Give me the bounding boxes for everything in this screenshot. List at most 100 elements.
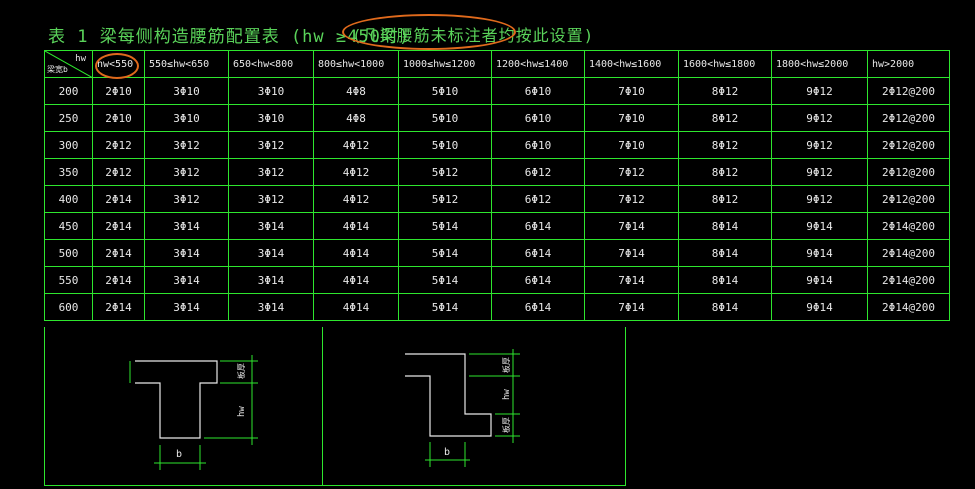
rebar-cell: 2Φ12@200 [867, 185, 950, 213]
diagram-divider [322, 327, 323, 485]
rebar-cell: 8Φ14 [678, 293, 772, 321]
rebar-cell: 8Φ12 [678, 77, 772, 105]
column-header: 800≤hw<1000 [313, 50, 399, 78]
row-beam-width: 600 [44, 293, 93, 321]
rebar-cell: 9Φ14 [771, 293, 868, 321]
rebar-cell: 5Φ12 [398, 185, 492, 213]
corner-diagonal [45, 51, 93, 78]
dim-hw-label: hw [237, 406, 247, 417]
header-row: hw 梁宽b hw<550 550≤hw<650 650<hw<800 800≤… [44, 50, 950, 78]
corner-b-label: 梁宽b [47, 65, 68, 74]
rebar-cell: 6Φ12 [491, 185, 585, 213]
rebar-cell: 6Φ14 [491, 293, 585, 321]
dim-hw-label-2: hw [502, 389, 512, 400]
rebar-cell: 5Φ12 [398, 158, 492, 186]
rebar-cell: 5Φ14 [398, 239, 492, 267]
section-diagrams-frame [44, 327, 626, 486]
rebar-cell: 2Φ14@200 [867, 266, 950, 294]
rebar-cell: 3Φ14 [228, 266, 314, 294]
rebar-cell: 3Φ14 [228, 212, 314, 240]
dim-b-label-2: b [444, 447, 450, 458]
rebar-cell: 2Φ12@200 [867, 77, 950, 105]
table-title: 表 1 梁每侧构造腰筋配置表 (hw ≥450时) [48, 27, 411, 47]
rebar-cell: 5Φ14 [398, 212, 492, 240]
rebar-cell: 3Φ12 [228, 131, 314, 159]
dim-slab-label-top: 板厚 [501, 357, 511, 373]
rebar-cell: 7Φ10 [584, 131, 679, 159]
rebar-cell: 5Φ10 [398, 131, 492, 159]
rebar-cell: 9Φ12 [771, 158, 868, 186]
rebar-cell: 7Φ12 [584, 158, 679, 186]
rebar-cell: 6Φ10 [491, 77, 585, 105]
rebar-cell: 9Φ14 [771, 212, 868, 240]
rebar-cell: 5Φ14 [398, 266, 492, 294]
rebar-cell: 4Φ12 [313, 131, 399, 159]
rebar-cell: 3Φ14 [144, 212, 229, 240]
row-beam-width: 450 [44, 212, 93, 240]
rebar-cell: 8Φ12 [678, 104, 772, 132]
rebar-cell: 3Φ14 [228, 293, 314, 321]
rebar-cell: 6Φ14 [491, 212, 585, 240]
column-highlight-ring [95, 53, 139, 79]
rebar-cell: 5Φ14 [398, 293, 492, 321]
rebar-cell: 3Φ10 [228, 104, 314, 132]
rebar-cell: 4Φ14 [313, 266, 399, 294]
rebar-cell: 3Φ12 [144, 158, 229, 186]
dim-slab-label-bottom: 板厚 [501, 417, 511, 433]
dim-b-label: b [176, 449, 182, 460]
column-header: 650<hw<800 [228, 50, 314, 78]
rebar-cell: 2Φ14@200 [867, 212, 950, 240]
rebar-cell: 2Φ14 [92, 293, 145, 321]
rebar-cell: 3Φ10 [144, 77, 229, 105]
rebar-cell: 4Φ12 [313, 185, 399, 213]
rebar-cell: 6Φ10 [491, 104, 585, 132]
rebar-cell: 2Φ10 [92, 104, 145, 132]
rebar-cell: 4Φ14 [313, 239, 399, 267]
rebar-cell: 9Φ12 [771, 185, 868, 213]
waist-rebar-table: hw 梁宽b hw<550 550≤hw<650 650<hw<800 800≤… [44, 50, 950, 321]
rebar-cell: 2Φ12@200 [867, 158, 950, 186]
rebar-cell: 4Φ12 [313, 158, 399, 186]
column-header: 550≤hw<650 [144, 50, 229, 78]
rebar-cell: 2Φ12 [92, 131, 145, 159]
rebar-cell: 6Φ10 [491, 131, 585, 159]
rebar-cell: 4Φ14 [313, 293, 399, 321]
rebar-cell: 8Φ12 [678, 185, 772, 213]
rebar-cell: 7Φ10 [584, 104, 679, 132]
corner-hw-label: hw [75, 54, 86, 64]
column-header: 1600<hw≤1800 [678, 50, 772, 78]
column-header: 1200<hw≤1400 [491, 50, 585, 78]
rebar-cell: 7Φ14 [584, 266, 679, 294]
rebar-cell: 3Φ12 [144, 131, 229, 159]
t-beam-outline [135, 360, 218, 439]
rebar-cell: 9Φ12 [771, 77, 868, 105]
row-beam-width: 250 [44, 104, 93, 132]
rebar-cell: 3Φ12 [144, 185, 229, 213]
rebar-cell: 2Φ14 [92, 266, 145, 294]
rebar-cell: 3Φ10 [228, 77, 314, 105]
rebar-cell: 3Φ14 [144, 293, 229, 321]
rebar-cell: 9Φ12 [771, 104, 868, 132]
rebar-cell: 2Φ12@200 [867, 104, 950, 132]
row-beam-width: 200 [44, 77, 93, 105]
dim-slab-label: 板厚 [236, 363, 246, 379]
rebar-cell: 3Φ12 [228, 158, 314, 186]
rebar-cell: 2Φ14 [92, 212, 145, 240]
rebar-cell: 2Φ14 [92, 239, 145, 267]
rebar-cell: 6Φ14 [491, 239, 585, 267]
rebar-cell: 3Φ14 [228, 239, 314, 267]
rebar-cell: 3Φ14 [144, 239, 229, 267]
rebar-cell: 3Φ10 [144, 104, 229, 132]
row-beam-width: 350 [44, 158, 93, 186]
rebar-cell: 6Φ12 [491, 158, 585, 186]
row-beam-width: 300 [44, 131, 93, 159]
